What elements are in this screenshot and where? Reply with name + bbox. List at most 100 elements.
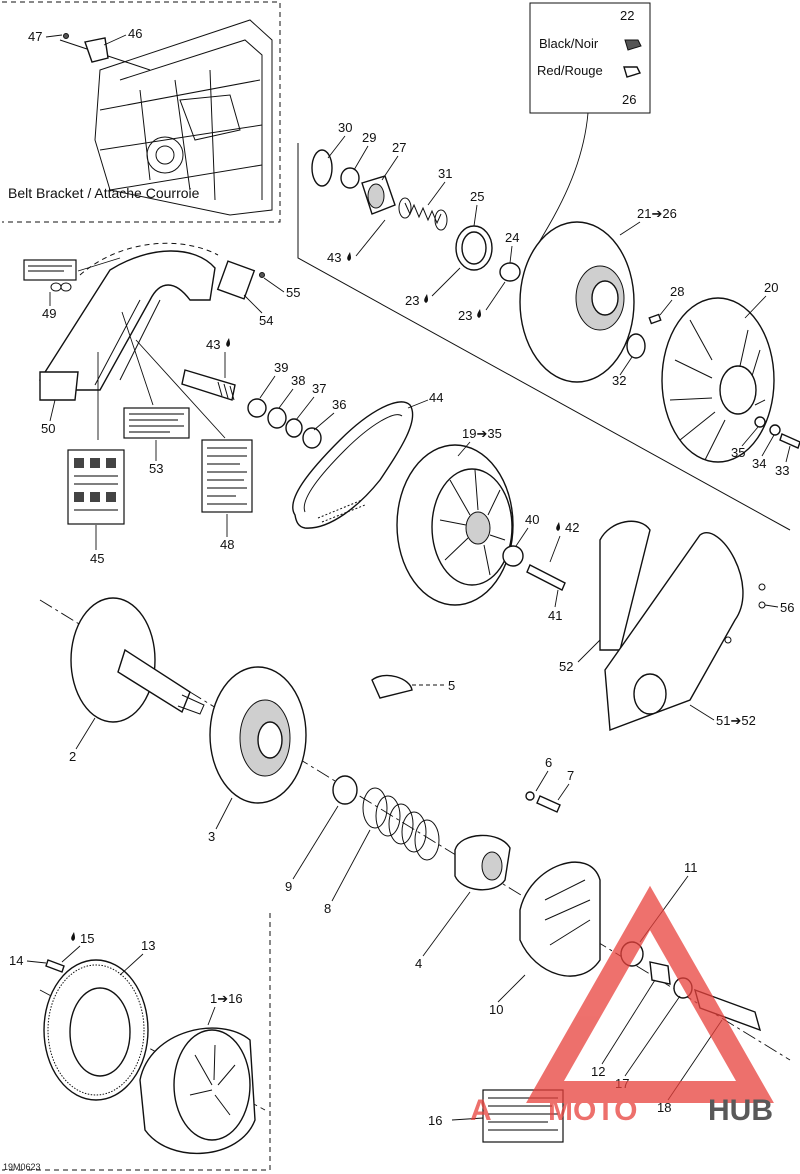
washer-36	[302, 427, 322, 449]
legend-number-26: 26	[622, 92, 636, 107]
black-connector-icon	[624, 39, 642, 51]
callout-48: 48	[220, 537, 234, 552]
bushing-24	[499, 262, 521, 282]
callout-31: 31	[438, 166, 452, 181]
washer-6	[525, 791, 535, 801]
callout-32: 32	[612, 373, 626, 388]
callout-37: 37	[312, 381, 326, 396]
callout-12: 12	[591, 1064, 605, 1079]
callout-51-52: 51➔52	[716, 713, 756, 728]
callout-53: 53	[149, 461, 163, 476]
wire-legend: 22 Black/Noir Red/Rouge 26	[529, 2, 651, 259]
watermark-prefix: A	[470, 1094, 492, 1127]
callout-55: 55	[286, 285, 300, 300]
washer-37	[285, 418, 303, 438]
callout-20: 20	[764, 280, 778, 295]
callout-54: 54	[259, 313, 273, 328]
callout-11: 11	[684, 860, 698, 875]
callout-49: 49	[42, 306, 56, 321]
driven-pulley-assembly	[297, 143, 800, 531]
drawing-reference: 19M0623	[3, 1162, 41, 1172]
callout-41: 41	[548, 608, 562, 623]
drive-pulley-assembly	[39, 597, 791, 1061]
callout-43-lower: 43	[206, 337, 220, 352]
callout-7: 7	[567, 768, 574, 783]
governor-cup-10	[519, 861, 601, 977]
belt-guard	[38, 242, 265, 401]
shaft-parts	[181, 369, 322, 449]
callout-15: 15	[80, 931, 94, 946]
callout-2: 2	[69, 749, 76, 764]
callout-42: 42	[565, 520, 579, 535]
driven-pulley-19	[396, 444, 566, 606]
spring-8	[362, 787, 440, 861]
callout-1-16: 1➔16	[210, 991, 243, 1006]
decal-53	[123, 407, 190, 439]
callout-13: 13	[141, 938, 155, 953]
callout-21-26: 21➔26	[637, 206, 677, 221]
watermark-mid: MOTO	[548, 1094, 637, 1127]
callouts: 30 29 27 31 25 24 43 23 23 21➔26 28 20 3…	[9, 120, 794, 1128]
ring-9	[332, 775, 358, 805]
washer-39	[247, 398, 267, 418]
callout-50: 50	[41, 421, 55, 436]
legend-number-22: 22	[620, 8, 634, 23]
callout-14: 14	[9, 953, 23, 968]
screw-14	[45, 959, 65, 973]
callout-23-a: 23	[405, 293, 419, 308]
callout-45: 45	[90, 551, 104, 566]
screw-7	[536, 795, 561, 813]
callout-52: 52	[559, 659, 573, 674]
frame-drawing	[59, 19, 273, 216]
callout-46: 46	[128, 26, 142, 41]
legend-black: Black/Noir	[539, 36, 599, 51]
callout-4: 4	[415, 956, 422, 971]
callout-36: 36	[332, 397, 346, 412]
belt-bracket-inset: Belt Bracket / Attache Courroie 47 46	[2, 1, 281, 223]
automotohub-watermark: A MOTO HUB	[470, 885, 774, 1127]
callout-35: 35	[731, 445, 745, 460]
washer-38	[267, 407, 287, 429]
roller-5	[371, 674, 413, 699]
callout-6: 6	[545, 755, 552, 770]
callout-19-35: 19➔35	[462, 426, 502, 441]
callout-38: 38	[291, 373, 305, 388]
callout-24: 24	[505, 230, 519, 245]
spring-31	[398, 197, 448, 231]
bolt-41	[526, 564, 566, 591]
callout-28: 28	[670, 284, 684, 299]
callout-56: 56	[780, 600, 794, 615]
washer-32	[626, 333, 646, 359]
washer-29	[340, 167, 360, 189]
decal-49	[23, 259, 77, 292]
bolt-33	[779, 433, 800, 449]
ring-gear-inset	[2, 913, 271, 1171]
bracket-54	[216, 260, 256, 300]
red-connector-icon	[623, 66, 641, 78]
callout-23-b: 23	[458, 308, 472, 323]
drive-belt-44	[292, 401, 414, 529]
callout-40: 40	[525, 512, 539, 527]
callout-5: 5	[448, 678, 455, 693]
callout-16: 16	[428, 1113, 442, 1128]
fixed-sheave-2	[70, 597, 156, 723]
movable-sheave-20	[661, 297, 775, 463]
callout-9: 9	[285, 879, 292, 894]
callout-44: 44	[429, 390, 443, 405]
callout-39: 39	[274, 360, 288, 375]
nut-12	[649, 961, 671, 985]
callout-33: 33	[775, 463, 789, 478]
callout-8: 8	[324, 901, 331, 916]
shaft-43	[181, 369, 236, 401]
circlip-30	[311, 149, 333, 187]
callout-27: 27	[392, 140, 406, 155]
callout-3: 3	[208, 829, 215, 844]
legend-red: Red/Rouge	[537, 63, 603, 78]
callout-10: 10	[489, 1002, 503, 1017]
decal-45	[67, 449, 125, 525]
callout-18: 18	[657, 1100, 671, 1115]
washer-40	[502, 545, 524, 567]
watermark-suffix: HUB	[708, 1094, 773, 1127]
washer-35	[754, 416, 766, 428]
